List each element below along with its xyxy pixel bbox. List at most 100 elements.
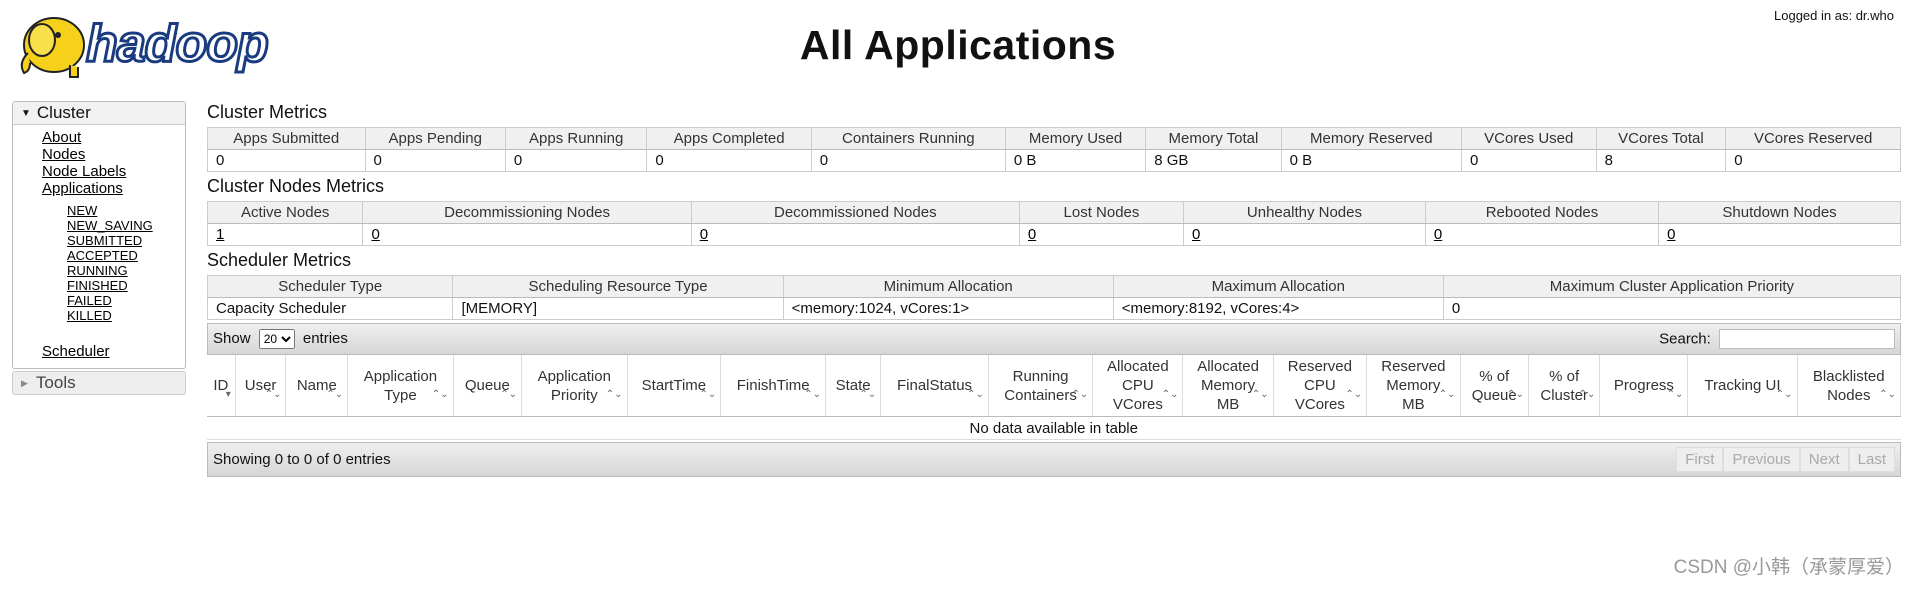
nav-link-state-killed[interactable]: KILLED xyxy=(67,308,112,323)
nav-link-state-finished[interactable]: FINISHED xyxy=(67,278,128,293)
value-memory-used: 0 B xyxy=(1004,149,1147,172)
column-header-name[interactable]: Name⌃⌄ xyxy=(285,355,349,417)
nav-link-applications[interactable]: Applications xyxy=(42,180,123,197)
header-maximum-cluster-application-priority: Maximum Cluster Application Priority xyxy=(1442,275,1902,298)
table-info: Showing 0 to 0 of 0 entries xyxy=(213,451,391,468)
header-containers-running: Containers Running xyxy=(810,127,1006,150)
column-header-finishtime[interactable]: FinishTime⌃⌄ xyxy=(720,355,827,417)
nav-link-scheduler[interactable]: Scheduler xyxy=(42,343,110,360)
value-vcores-reserved: 0 xyxy=(1725,149,1901,172)
nav-link-state-submitted[interactable]: SUBMITTED xyxy=(67,233,143,248)
search-input[interactable] xyxy=(1719,329,1895,349)
column-header-finalstatus[interactable]: FinalStatus⌃⌄ xyxy=(880,355,989,417)
value-apps-submitted: 0 xyxy=(207,149,366,172)
value-maximum-allocation: <memory:8192, vCores:4> xyxy=(1112,297,1444,320)
column-header-text: Blacklisted xyxy=(1812,367,1885,385)
column-header-id[interactable]: ID▾ xyxy=(207,355,236,417)
value-link-lost-nodes[interactable]: 0 xyxy=(1027,226,1037,243)
sort-icon: ⌃⌄ xyxy=(1507,389,1524,400)
pager-last-button[interactable]: Last xyxy=(1848,447,1895,472)
nav-link-node-labels[interactable]: Node Labels xyxy=(42,163,127,180)
header-memory-total: Memory Total xyxy=(1145,127,1282,150)
column-header-text: FinalStatus xyxy=(897,377,973,394)
cluster-menu-label: Cluster xyxy=(36,103,91,122)
hadoop-logo[interactable]: hadoop xyxy=(12,5,312,83)
column-header-tracking-ui[interactable]: Tracking UI⌃⌄ xyxy=(1687,355,1798,417)
table-footer: Showing 0 to 0 of 0 entries First Previo… xyxy=(207,442,1901,477)
sort-icon: ⌃⌄ xyxy=(326,389,344,400)
pager-next-button[interactable]: Next xyxy=(1799,447,1849,472)
page-title: All Applications xyxy=(799,22,1117,68)
pager-previous-button[interactable]: Previous xyxy=(1723,447,1800,472)
sort-icon: ⌃⌄ xyxy=(804,389,822,400)
header-scheduler-type: Scheduler Type xyxy=(206,275,454,298)
cell-shutdown-nodes: 0 xyxy=(1658,223,1901,246)
header-apps-running: Apps Running xyxy=(504,127,648,150)
cell-active-nodes: 1 xyxy=(206,223,364,246)
column-header-text: Running xyxy=(1012,367,1069,385)
scheduler-metrics-title: Scheduler Metrics xyxy=(207,250,352,270)
column-header-text: Containers xyxy=(1004,386,1077,404)
cell-unhealthy-nodes: 0 xyxy=(1183,223,1426,246)
cluster-menu-header[interactable]: ▼ Cluster xyxy=(13,102,185,125)
sort-icon: ⌃⌄ xyxy=(1578,389,1596,400)
column-header-text: FinishTime xyxy=(736,377,810,394)
header-active-nodes: Active Nodes xyxy=(206,201,364,224)
value-link-shutdown-nodes[interactable]: 0 xyxy=(1667,226,1676,243)
app-state-list: NEW NEW_SAVING SUBMITTED ACCEPTED RUNNIN… xyxy=(42,203,185,323)
column-header-queue[interactable]: Queue⌃⌄ xyxy=(453,355,523,417)
value-memory-total: 8 GB xyxy=(1145,149,1282,172)
pager-first-button[interactable]: First xyxy=(1676,447,1724,472)
nav-link-state-running[interactable]: RUNNING xyxy=(67,263,128,278)
column-header-text: ID xyxy=(213,377,229,394)
column-header-text: User xyxy=(244,377,277,394)
column-header-progress[interactable]: Progress⌃⌄ xyxy=(1599,355,1689,417)
value-scheduler-type: Capacity Scheduler xyxy=(206,297,454,320)
value-link-decommissioned-nodes[interactable]: 0 xyxy=(699,226,709,243)
column-header-text: Reserved xyxy=(1287,358,1352,375)
nav-link-state-new[interactable]: NEW xyxy=(67,203,98,218)
tools-menu-header[interactable]: ▶ Tools xyxy=(12,371,186,395)
column-header-user[interactable]: User⌃⌄ xyxy=(235,355,287,417)
column-header-text: State xyxy=(835,377,871,394)
triangle-right-icon: ▶ xyxy=(21,377,28,388)
show-label: Show xyxy=(213,330,251,347)
column-header-text: Name xyxy=(296,377,337,394)
nav-link-state-new-saving[interactable]: NEW_SAVING xyxy=(67,218,153,233)
header-apps-completed: Apps Completed xyxy=(646,127,812,150)
column-header-state[interactable]: State⌃⌄ xyxy=(825,355,882,417)
value-link-unhealthy-nodes[interactable]: 0 xyxy=(1192,226,1201,243)
nav-link-nodes[interactable]: Nodes xyxy=(42,146,86,163)
value-link-active-nodes[interactable]: 1 xyxy=(216,226,225,243)
cell-rebooted-nodes: 0 xyxy=(1424,223,1660,246)
page-size-select[interactable]: 20 xyxy=(258,329,295,349)
value-apps-completed: 0 xyxy=(646,149,812,172)
column-header-text: Reserved xyxy=(1381,358,1446,375)
nav-link-state-accepted[interactable]: ACCEPTED xyxy=(67,248,138,263)
value-vcores-used: 0 xyxy=(1460,149,1597,172)
header-maximum-allocation: Maximum Allocation xyxy=(1112,275,1444,298)
header-minimum-allocation: Minimum Allocation xyxy=(782,275,1114,298)
watermark: CSDN @小韩（承蒙厚爱） xyxy=(1673,557,1904,578)
cell-decommissioned-nodes: 0 xyxy=(690,223,1020,246)
nav-link-state-failed[interactable]: FAILED xyxy=(67,293,112,308)
sort-icon: ⌃⌄ xyxy=(1251,389,1269,400)
column-header-starttime[interactable]: StartTime⌃⌄ xyxy=(627,355,722,417)
column-header-text: % of xyxy=(1479,367,1510,385)
value-link-decommissioning-nodes[interactable]: 0 xyxy=(371,226,380,243)
nav-link-about[interactable]: About xyxy=(42,129,82,146)
cluster-menu: ▼ Cluster About Nodes Node Labels Applic… xyxy=(12,101,186,369)
value-link-rebooted-nodes[interactable]: 0 xyxy=(1433,226,1443,243)
column-header-text: MB xyxy=(1402,396,1425,413)
